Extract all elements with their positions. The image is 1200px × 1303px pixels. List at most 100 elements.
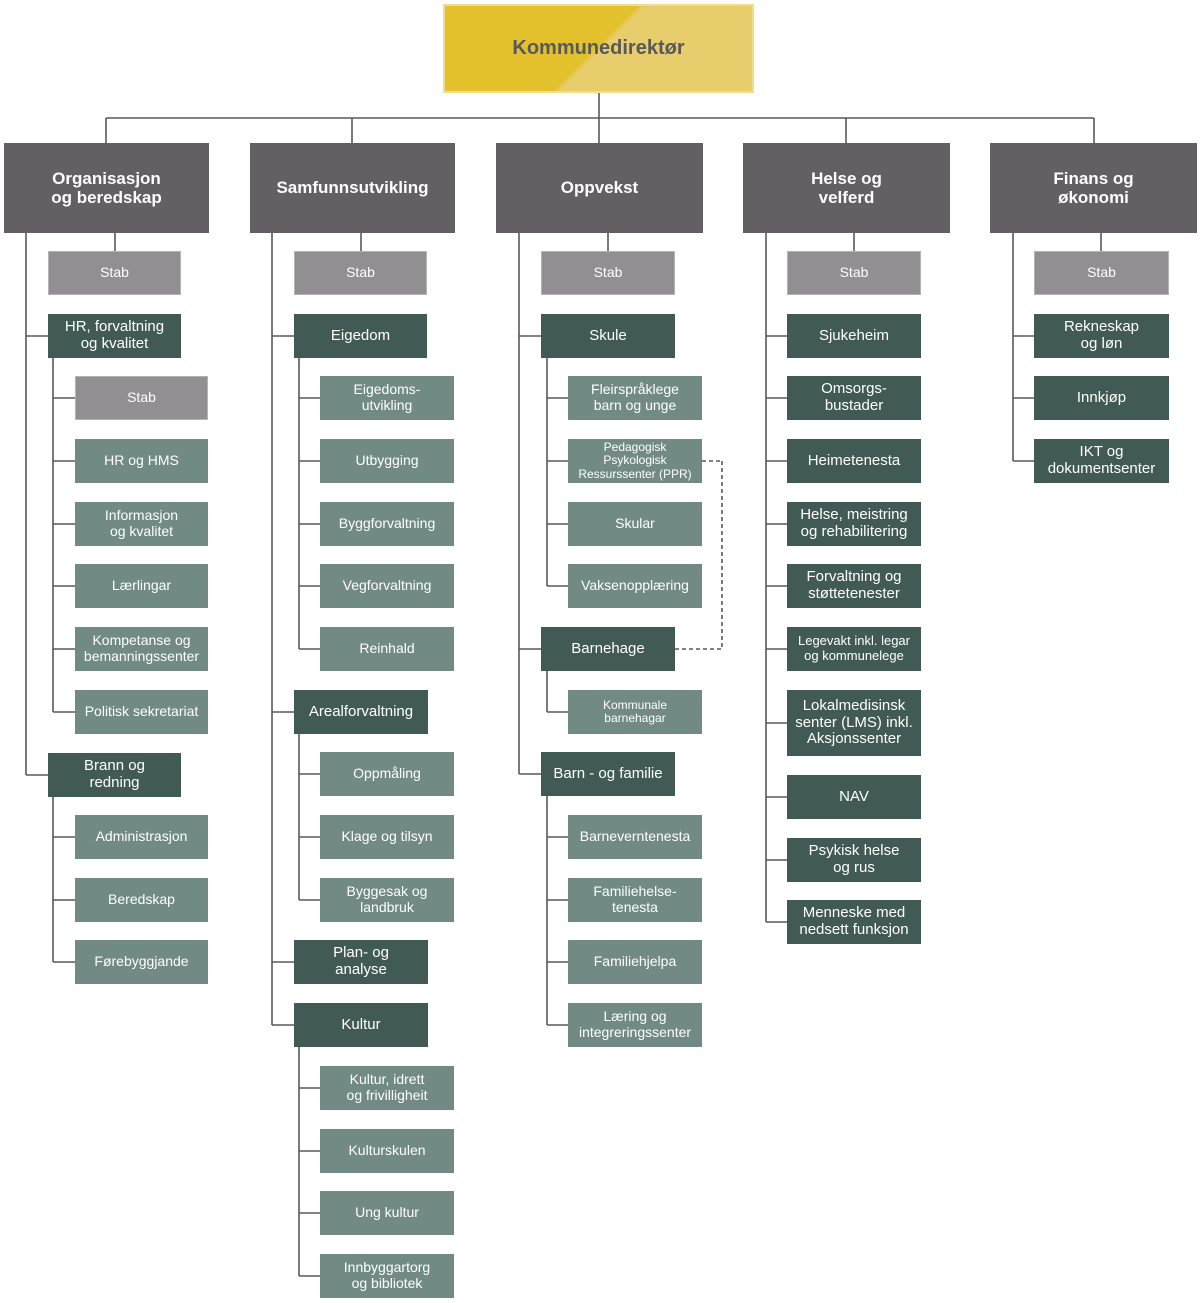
head-label: Organisasjon og beredskap (51, 168, 162, 207)
unit-barneverntenesta: Barneverntenesta (568, 815, 702, 859)
unit-label: Byggforvaltning (338, 515, 436, 532)
stab-label: Stab (1087, 264, 1116, 281)
dept-heimetenesta: Heimetenesta (787, 439, 921, 483)
unit-skular: Skular (568, 502, 702, 546)
unit-byggforvaltning: Byggforvaltning (320, 502, 454, 546)
unit-label: Reinhald (359, 640, 415, 657)
unit-beredskap: Beredskap (75, 878, 208, 922)
dept-ikt: IKT og dokumentsenter (1034, 439, 1169, 483)
dept-label: Omsorgs- bustader (821, 380, 887, 414)
unit-kommunale-barnehagar: Kommunale barnehagar (568, 690, 702, 734)
unit-label: Familiehjelpa (593, 953, 677, 970)
unit-vaksenopplaering: Vaksenopplæring (568, 564, 702, 608)
dept-arealforvaltning: Arealforvaltning (294, 690, 428, 734)
dept-skule: Skule (541, 314, 675, 358)
stab-box: Stab (787, 251, 921, 295)
kommunedirektor-label: Kommunedirektør (512, 37, 685, 60)
unit-eigedomsutvikling: Eigedoms- utvikling (320, 376, 454, 420)
stab-label: Stab (346, 264, 375, 281)
dept-sjukeheim: Sjukeheim (787, 314, 921, 358)
dept-psykisk-helse: Psykisk helse og rus (787, 838, 921, 882)
unit-label: Barneverntenesta (579, 828, 691, 845)
unit-label: Oppmåling (353, 765, 421, 782)
kommunedirektor-box: Kommunedirektør (443, 4, 754, 93)
dept-legevakt: Legevakt inkl. legar og kommunelege (787, 627, 921, 671)
unit-label: Ung kultur (355, 1204, 419, 1221)
head-samfunnsutvikling: Samfunnsutvikling (250, 143, 455, 233)
unit-fleirspraklege: Fleirspråklege barn og unge (568, 376, 702, 420)
unit-label: Kompetanse og bemanningssenter (83, 632, 200, 664)
dept-nav: NAV (787, 775, 921, 819)
unit-informasjon: Informasjon og kvalitet (75, 502, 208, 546)
stab-box: Stab (1034, 251, 1169, 295)
dept-label: Legevakt inkl. legar og kommunelege (797, 633, 910, 663)
head-label: Finans og økonomi (1053, 168, 1134, 207)
unit-laering-integrering: Læring og integreringssenter (568, 1003, 702, 1047)
dept-barn-og-familie: Barn - og familie (541, 752, 675, 796)
dept-label: Skule (589, 326, 627, 344)
unit-utbygging: Utbygging (320, 439, 454, 483)
dept-helse-meistring: Helse, meistring og rehabilitering (787, 502, 921, 546)
unit-reinhald: Reinhald (320, 627, 454, 671)
unit-label: Politisk sekretariat (84, 703, 199, 720)
stab-label: Stab (593, 264, 623, 281)
dept-hr-forvaltning: HR, forvaltning og kvalitet (48, 314, 181, 358)
dept-label: IKT og dokumentsenter (1047, 443, 1156, 477)
unit-vegforvaltning: Vegforvaltning (320, 564, 454, 608)
unit-innbyggartorg: Innbyggartorg og bibliotek (320, 1254, 454, 1298)
dept-lms: Lokalmedisinsk senter (LMS) inkl. Aksjon… (787, 690, 921, 756)
stab-label: Stab (100, 264, 129, 281)
dept-label: Eigedom (330, 326, 391, 344)
unit-label: Administrasjon (95, 828, 188, 845)
dept-label: Rekneskap og løn (1063, 318, 1140, 352)
unit-label: HR og HMS (104, 452, 179, 469)
dept-forvaltning-stotte: Forvaltning og støttetenester (787, 564, 921, 608)
dept-label: NAV (839, 787, 869, 805)
unit-label: Førebyggjande (94, 953, 189, 970)
unit-label: Vegforvaltning (342, 577, 432, 594)
unit-label: Kultur, idrett og frivilligheit (346, 1071, 428, 1103)
unit-label: Familiehelse- tenesta (593, 883, 677, 915)
head-label: Helse og velferd (811, 168, 882, 207)
dept-label: Sjukeheim (818, 326, 890, 344)
dept-label: Innkjøp (1076, 388, 1127, 406)
stab-box: Stab (48, 251, 181, 295)
stab-box: Stab (541, 251, 675, 295)
unit-laerlingar: Lærlingar (75, 564, 208, 608)
dept-plan-og-analyse: Plan- og analyse (294, 940, 428, 984)
dept-label: Plan- og analyse (333, 944, 389, 978)
head-oppvekst: Oppvekst (496, 143, 703, 233)
dept-label: Psykisk helse og rus (808, 842, 900, 876)
unit-klage-og-tilsyn: Klage og tilsyn (320, 815, 454, 859)
dept-label: Forvaltning og støttetenester (806, 568, 902, 602)
unit-label: Beredskap (108, 891, 175, 908)
unit-label: Lærlingar (111, 577, 172, 594)
unit-label: Klage og tilsyn (341, 828, 433, 845)
unit-byggesak: Byggesak og landbruk (320, 878, 454, 922)
unit-ung-kultur: Ung kultur (320, 1191, 454, 1235)
dept-kultur: Kultur (294, 1003, 428, 1047)
unit-label: Kulturskulen (348, 1142, 426, 1159)
unit-label: Fleirspråklege barn og unge (591, 381, 679, 413)
unit-familiehelsetenesta: Familiehelse- tenesta (568, 878, 702, 922)
unit-hr-og-hms: HR og HMS (75, 439, 208, 483)
dept-label: Arealforvaltning (308, 702, 414, 720)
head-helse: Helse og velferd (743, 143, 950, 233)
unit-politisk-sekretariat: Politisk sekretariat (75, 690, 208, 734)
dept-label: HR, forvaltning og kvalitet (64, 318, 165, 352)
dept-label: Menneske med nedsett funksjon (799, 904, 909, 938)
dept-label: Heimetenesta (807, 451, 901, 469)
head-label: Oppvekst (560, 178, 639, 198)
unit-label: Vaksenopplæring (581, 577, 689, 594)
dept-innkjop: Innkjøp (1034, 376, 1169, 420)
stab-label: Stab (839, 264, 869, 281)
dept-label: Barnehage (571, 639, 645, 657)
unit-kulturskulen: Kulturskulen (320, 1129, 454, 1173)
head-finans: Finans og økonomi (990, 143, 1197, 233)
head-label: Samfunnsutvikling (276, 178, 429, 198)
dept-label: Barn - og familie (553, 764, 663, 782)
unit-label: Innbyggartorg og bibliotek (343, 1259, 431, 1291)
unit-kompetanse: Kompetanse og bemanningssenter (75, 627, 208, 671)
